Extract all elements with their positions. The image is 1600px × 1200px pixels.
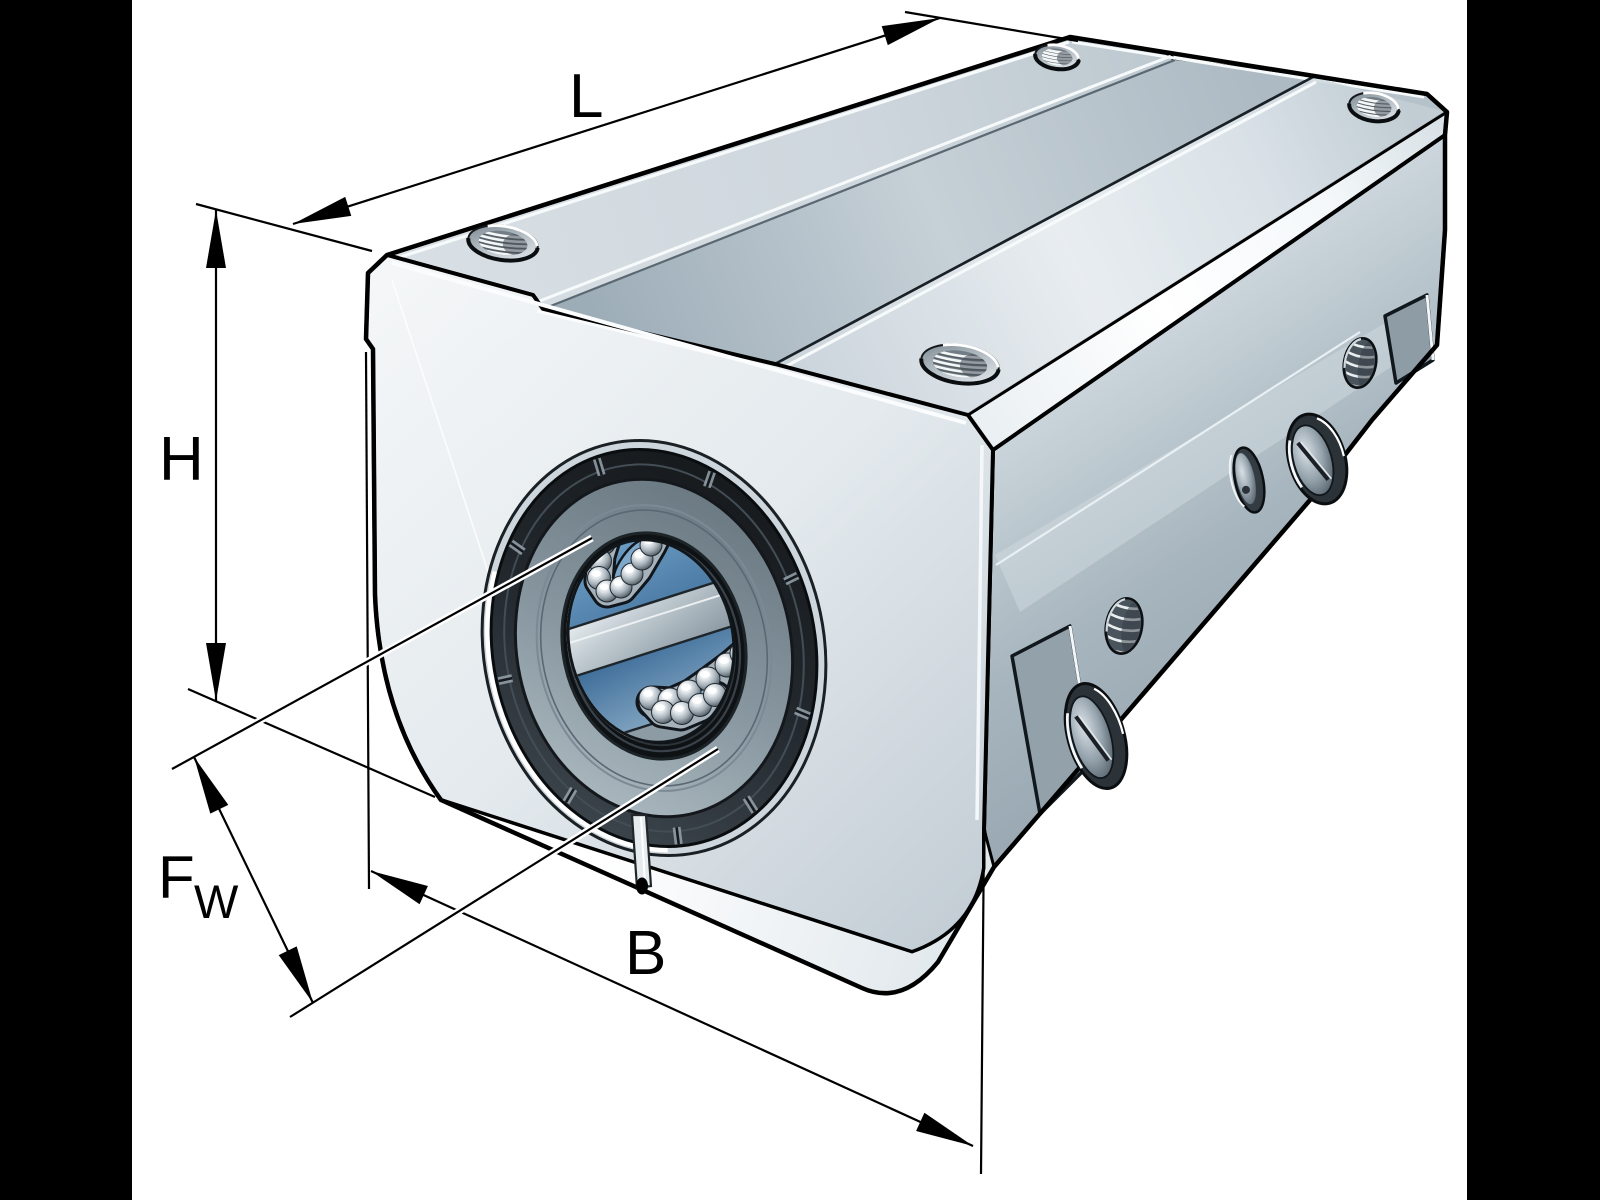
dimension-FW <box>170 534 720 1020</box>
clamping-slot <box>630 813 653 895</box>
dimension-B <box>364 351 986 1175</box>
label-bore-main: F <box>158 844 195 911</box>
mounting-hole-rear-left <box>1033 43 1081 72</box>
dimension-labels: L H F W B <box>158 62 666 988</box>
plug-front <box>1063 682 1129 790</box>
dimension-H <box>187 210 436 799</box>
lube-hole-rear <box>1342 336 1378 390</box>
plug-small <box>1228 446 1266 514</box>
dimension-annotations <box>170 10 1079 1175</box>
dimension-L <box>195 10 1079 253</box>
label-length: L <box>569 62 603 131</box>
plug-rear <box>1285 412 1349 506</box>
label-width: B <box>625 919 666 988</box>
label-height: H <box>159 425 204 494</box>
matte-bar-right <box>1467 0 1600 1200</box>
mounting-hole-front-left <box>466 224 540 263</box>
housing-top-channel <box>543 60 1313 364</box>
mounting-hole-rear-right <box>1347 91 1401 124</box>
mounting-hole-front-right <box>919 343 1001 386</box>
matte-bar-left <box>0 0 132 1200</box>
label-bore-sub: W <box>194 875 239 928</box>
